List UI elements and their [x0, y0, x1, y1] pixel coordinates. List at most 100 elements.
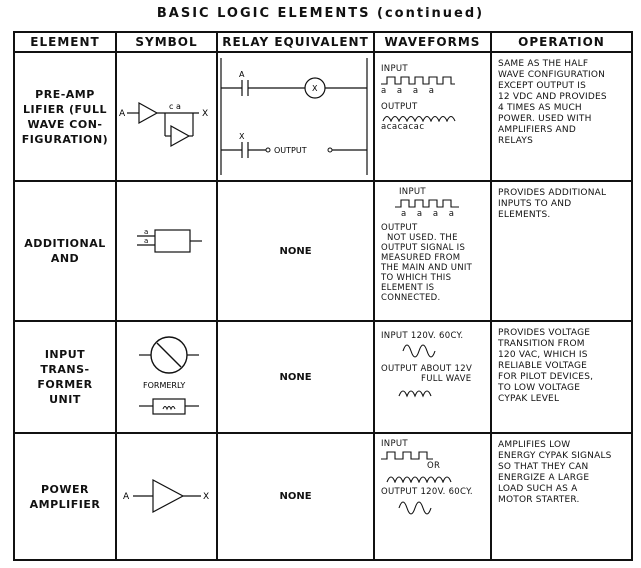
- waveform-input-marks: a a a a: [401, 209, 458, 219]
- relay-ladder-diagram: A X X OUTPUT: [220, 58, 368, 175]
- waveform-output-label: OUTPUT: [381, 102, 418, 112]
- waveform-input-label: INPUT: [381, 64, 408, 74]
- element-line: AND: [50, 252, 80, 265]
- square-wave-icon: [381, 451, 433, 460]
- full-wave-icon: [382, 115, 456, 122]
- operation-line: FOR PILOT DEVICES,: [498, 372, 594, 382]
- waveform-output-label: OUTPUT ABOUT 12V: [381, 364, 473, 374]
- sine-wave-icon: [398, 501, 432, 515]
- operation-line: AMPLIFIES LOW: [498, 440, 571, 450]
- logic-elements-table: ELEMENT SYMBOL RELAY EQUIVALENT WAVEFORM…: [13, 31, 633, 561]
- operation-cell: PROVIDES ADDITIONAL INPUTS TO AND ELEMEN…: [490, 180, 633, 322]
- operation-line: WAVE CONFIGURATION: [498, 70, 606, 80]
- symbol-cell: A c a X: [115, 51, 218, 182]
- header-operation: OPERATION: [490, 31, 633, 53]
- transformer-symbol-icon: FORMERLY: [139, 336, 199, 415]
- element-cell: INPUT TRANS- FORMER UNIT: [13, 320, 117, 434]
- relay-cell: NONE: [216, 320, 375, 434]
- symbol-cell: a a a a: [115, 180, 218, 322]
- element-line: TRANS-: [40, 363, 90, 376]
- waveform-input-marks: a a a a: [381, 86, 438, 96]
- page-title: BASIC LOGIC ELEMENTS (continued): [156, 6, 485, 21]
- operation-line: 12 VDC AND PROVIDES: [498, 92, 607, 102]
- element-line: POWER: [40, 482, 90, 496]
- contact-x-label: X: [239, 132, 245, 141]
- symbol-output-label: X: [202, 109, 208, 119]
- table-row: INPUT TRANS- FORMER UNIT FORMERLY NONE I…: [13, 320, 633, 434]
- operation-line: RELIABLE VOLTAGE: [498, 361, 588, 371]
- sine-wave-icon: [402, 344, 436, 358]
- relay-cell: A X X OUTPUT: [216, 51, 375, 182]
- operation-line: ENERGIZE A LARGE: [498, 473, 590, 483]
- operation-line: ENERGY CYPAK SIGNALS: [498, 451, 612, 461]
- operation-line: SAME AS THE HALF: [498, 59, 589, 69]
- waveforms-cell: INPUT a a a a OUTPUT NOT USED. THE OUTPU…: [373, 180, 492, 322]
- operation-line: RELAYS: [498, 136, 534, 146]
- contact-a-label: A: [239, 70, 245, 79]
- operation-line: ELEMENTS.: [498, 210, 551, 220]
- square-wave-icon: [395, 199, 459, 208]
- symbol-cell: FORMERLY: [115, 320, 218, 434]
- operation-line: MOTOR STARTER.: [498, 495, 580, 505]
- waveform-input-label: INPUT: [381, 439, 408, 449]
- element-line: FORMER: [37, 378, 93, 391]
- element-line: ADDITIONAL: [24, 237, 106, 250]
- element-line: AMPLIFIER: [29, 497, 101, 511]
- operation-line: CYPAK LEVEL: [498, 394, 560, 404]
- header-waveforms: WAVEFORMS: [373, 31, 492, 53]
- operation-line: TRANSITION FROM: [498, 339, 585, 349]
- waveform-note: TO WHICH THIS: [381, 273, 452, 283]
- operation-line: SO THAT THEY CAN: [498, 462, 589, 472]
- power-amplifier-symbol-icon: A X: [123, 479, 209, 513]
- waveform-note: THE MAIN AND UNIT: [381, 263, 473, 273]
- element-cell: ADDITIONAL AND: [13, 180, 117, 322]
- table-row: POWER AMPLIFIER A X NONE INPUT OR OUTPUT…: [13, 432, 633, 561]
- operation-line: INPUTS TO AND: [498, 199, 572, 209]
- waveform-output-marks: acacacac: [381, 122, 425, 132]
- symbol-output-label: X: [203, 492, 209, 502]
- waveform-output-label: OUTPUT: [381, 223, 418, 233]
- header-row: ELEMENT SYMBOL RELAY EQUIVALENT WAVEFORM…: [13, 31, 633, 53]
- operation-line: TO LOW VOLTAGE: [498, 383, 581, 393]
- waveform-output-label: OUTPUT 120V. 60CY.: [381, 487, 473, 497]
- full-wave-icon: [398, 390, 432, 398]
- element-line: FIGURATION): [21, 132, 109, 146]
- operation-cell: AMPLIFIES LOW ENERGY CYPAK SIGNALS SO TH…: [490, 432, 633, 561]
- relay-output-label: OUTPUT: [274, 146, 307, 155]
- operation-line: 4 TIMES AS MUCH: [498, 103, 582, 113]
- waveform-input-label: INPUT: [399, 187, 426, 197]
- operation-line: LOAD SUCH AS A: [498, 484, 578, 494]
- operation-line: POWER. USED WITH: [498, 114, 592, 124]
- table-row: PRE-AMP LIFIER (FULL WAVE CON- FIGURATIO…: [13, 51, 633, 182]
- coil-label: X: [312, 84, 318, 93]
- waveforms-cell: INPUT a a a a OUTPUT acacacac: [373, 51, 492, 182]
- waveform-note: CONNECTED.: [381, 293, 441, 303]
- element-line: INPUT: [44, 348, 86, 361]
- element-cell: PRE-AMP LIFIER (FULL WAVE CON- FIGURATIO…: [13, 51, 117, 182]
- waveform-output-note: FULL WAVE: [421, 374, 472, 384]
- waveform-note: OUTPUT SIGNAL IS: [381, 243, 466, 253]
- relay-cell: NONE: [216, 180, 375, 322]
- element-line: WAVE CON-: [27, 117, 103, 131]
- formerly-label: FORMERLY: [143, 381, 185, 390]
- symbol-labels: c a: [169, 102, 181, 111]
- waveform-note: ELEMENT IS: [381, 283, 435, 293]
- element-line: PRE-AMP: [35, 87, 95, 101]
- waveform-or-label: OR: [427, 461, 441, 471]
- waveforms-cell: INPUT 120V. 60CY. OUTPUT ABOUT 12V FULL …: [373, 320, 492, 434]
- operation-line: PROVIDES ADDITIONAL: [498, 188, 607, 198]
- table-row: ADDITIONAL AND a a a a NONE INPUT a a a …: [13, 180, 633, 322]
- square-wave-icon: [381, 76, 455, 85]
- operation-line: AMPLIFIERS AND: [498, 125, 576, 135]
- header-element: ELEMENT: [13, 31, 117, 53]
- symbol-input-label: A: [119, 109, 126, 119]
- full-wave-icon: [386, 476, 452, 483]
- symbol-inputs: a a: [117, 183, 119, 184]
- header-relay-equivalent: RELAY EQUIVALENT: [216, 31, 375, 53]
- operation-line: PROVIDES VOLTAGE: [498, 328, 591, 338]
- svg-text:a: a: [144, 237, 148, 245]
- symbol-input-label: A: [123, 492, 130, 502]
- additional-and-symbol-icon: a a a a: [117, 183, 202, 253]
- waveforms-cell: INPUT OR OUTPUT 120V. 60CY.: [373, 432, 492, 561]
- relay-cell: NONE: [216, 432, 375, 561]
